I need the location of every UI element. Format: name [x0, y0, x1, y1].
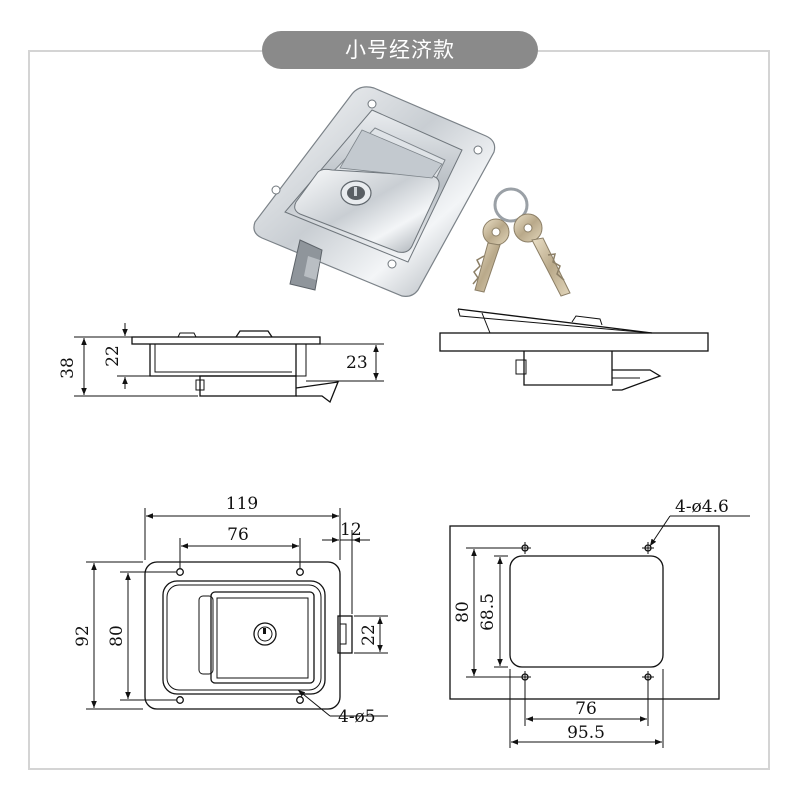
hole-callout-cutout: 4-ø4.6 — [675, 497, 729, 517]
dim-tab-height: 22 — [359, 624, 379, 646]
side-view-installed — [439, 308, 709, 391]
dim-width-inner: 76 — [227, 525, 249, 545]
dim-cutout-height-inner: 68.5 — [478, 593, 498, 631]
dim-height-total: 38 — [58, 357, 78, 379]
dim-cutout-height-outer: 80 — [453, 601, 473, 623]
dim-cutout-width-outer: 95.5 — [567, 723, 605, 743]
dim-height-flange: 22 — [103, 345, 123, 367]
dim-width-overall: 119 — [226, 494, 258, 514]
product-photo — [253, 86, 496, 297]
hole-callout-front: 4-ø5 — [338, 707, 376, 727]
keys-photo — [472, 187, 571, 297]
cutout-view: 4-ø4.6 80 68.5 76 95.5 — [449, 497, 750, 748]
dim-height-inner: 80 — [107, 625, 127, 647]
dim-height-overall: 92 — [73, 625, 93, 647]
front-view: 119 76 12 92 80 22 4-ø5 — [73, 494, 388, 727]
dim-height-body: 23 — [346, 353, 368, 373]
side-view-left: 38 22 23 — [58, 323, 384, 404]
dim-tab-width: 12 — [340, 520, 362, 540]
title-badge: 小号经济款 — [262, 31, 538, 69]
dim-cutout-width-inner: 76 — [575, 699, 597, 719]
